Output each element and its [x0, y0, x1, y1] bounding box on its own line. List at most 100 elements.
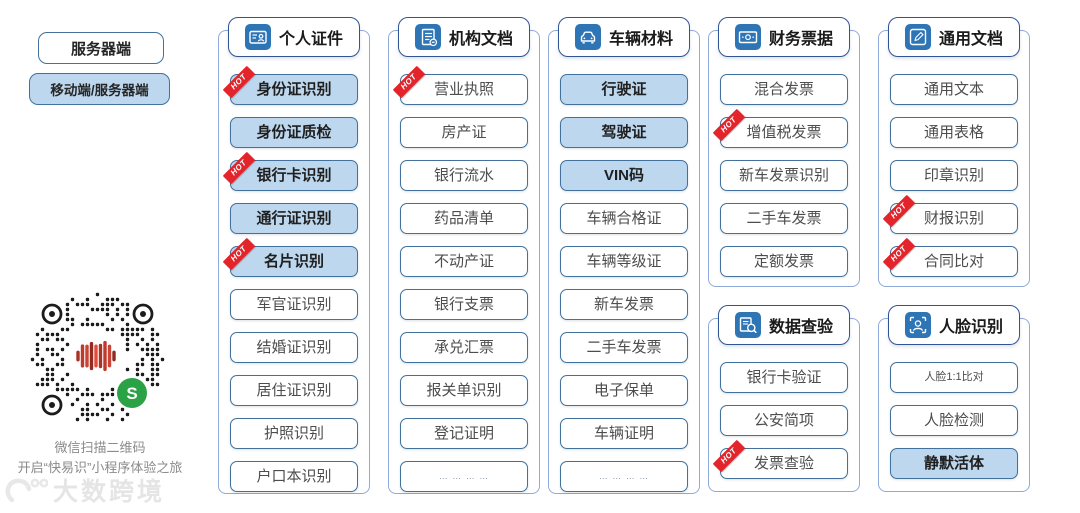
section-title: 通用文档: [938, 31, 1003, 48]
list-item[interactable]: 护照识别: [230, 418, 358, 449]
hot-badge: HOT: [882, 194, 916, 228]
list-item[interactable]: 车辆合格证: [560, 203, 688, 234]
list-item[interactable]: 银行卡验证: [720, 362, 848, 393]
list-item[interactable]: 印章识别: [890, 160, 1018, 191]
list-item[interactable]: 报关单识别: [400, 375, 528, 406]
item-label: 财报识别: [923, 210, 984, 227]
list-item[interactable]: 银行流水: [400, 160, 528, 191]
list-item[interactable]: 车辆等级证: [560, 246, 688, 277]
list-item[interactable]: 二手车发票: [720, 203, 848, 234]
list-item[interactable]: 二手车发票: [560, 332, 688, 363]
item-label: 定额发票: [753, 253, 814, 270]
item-label: 护照识别: [263, 425, 324, 442]
item-label: 银行流水: [433, 167, 494, 184]
list-item[interactable]: 静默活体: [890, 448, 1018, 479]
list-item[interactable]: 新车发票识别: [720, 160, 848, 191]
item-label: 银行卡识别: [256, 167, 332, 184]
org-document-icon: [414, 24, 441, 50]
item-label: 静默活体: [923, 455, 984, 472]
qr-caption: 微信扫描二维码 开启“快易识”小程序体验之旅: [0, 438, 200, 478]
item-label: 新车发票: [593, 296, 654, 313]
list-item[interactable]: HOT 名片识别: [222, 237, 358, 277]
item-label: 公安简项: [753, 412, 814, 429]
list-item[interactable]: 房产证: [400, 117, 528, 148]
list-item[interactable]: 户口本识别: [230, 461, 358, 492]
face-scan-icon: [904, 312, 931, 338]
list-item[interactable]: 通用文本: [890, 74, 1018, 105]
hot-badge: HOT: [222, 151, 256, 185]
item-label: 房产证: [441, 124, 487, 141]
item-label: 营业执照: [433, 81, 494, 98]
section-header-financial-invoices: 财务票据: [718, 17, 850, 57]
list-item[interactable]: 通行证识别: [230, 203, 358, 234]
item-label: 身份证识别: [256, 81, 332, 98]
list-item[interactable]: 结婚证识别: [230, 332, 358, 363]
item-label: 银行支票: [433, 296, 494, 313]
item-label: 电子保单: [593, 382, 654, 399]
list-item[interactable]: 银行支票: [400, 289, 528, 320]
list-item[interactable]: 登记证明: [400, 418, 528, 449]
list-item[interactable]: VIN码: [560, 160, 688, 191]
item-label: 混合发票: [753, 81, 814, 98]
item-label: 通用文本: [923, 81, 984, 98]
list-item[interactable]: 公安简项: [720, 405, 848, 436]
item-label: 合同比对: [923, 253, 984, 270]
section-header-face-recognition: 人脸识别: [888, 305, 1020, 345]
invoice-icon: [734, 24, 761, 50]
section-title: 数据查验: [768, 319, 833, 336]
list-item[interactable]: 承兑汇票: [400, 332, 528, 363]
item-label: 名片识别: [263, 253, 324, 270]
list-item[interactable]: 身份证质检: [230, 117, 358, 148]
item-label: 发票查验: [753, 455, 814, 472]
item-label: 登记证明: [433, 425, 494, 442]
list-item[interactable]: HOT 营业执照: [392, 65, 528, 105]
list-item[interactable]: 混合发票: [720, 74, 848, 105]
list-item[interactable]: 通用表格: [890, 117, 1018, 148]
list-item[interactable]: 定额发票: [720, 246, 848, 277]
item-label: 军官证识别: [256, 296, 332, 313]
qr-code: S: [30, 292, 165, 427]
list-item[interactable]: 不动产证: [400, 246, 528, 277]
list-item[interactable]: 车辆证明: [560, 418, 688, 449]
item-list: 人脸1:1比对人脸检测静默活体: [890, 362, 1018, 479]
section-title: 个人证件: [278, 31, 343, 48]
item-label: 二手车发票: [746, 210, 822, 227]
watermark: 大数跨境: [2, 472, 165, 508]
hot-badge: HOT: [392, 65, 426, 99]
list-item[interactable]: 驾驶证: [560, 117, 688, 148]
item-label: 不动产证: [433, 253, 494, 270]
item-label: 承兑汇票: [433, 339, 494, 356]
car-icon: [574, 24, 601, 50]
list-item[interactable]: 人脸检测: [890, 405, 1018, 436]
item-label: 居住证识别: [256, 382, 332, 399]
item-label: 二手车发票: [586, 339, 662, 356]
list-item[interactable]: 电子保单: [560, 375, 688, 406]
section-title: 财务票据: [768, 31, 833, 48]
list-item[interactable]: HOT 财报识别: [882, 194, 1018, 234]
list-item[interactable]: 药品清单: [400, 203, 528, 234]
server-side-label: 服务器端: [38, 32, 164, 64]
list-item[interactable]: … … … …: [560, 461, 688, 492]
hot-badge: HOT: [222, 65, 256, 99]
hot-badge: HOT: [222, 237, 256, 271]
list-item[interactable]: … … … …: [400, 461, 528, 492]
list-item[interactable]: 行驶证: [560, 74, 688, 105]
id-card-icon: [244, 24, 271, 50]
list-item[interactable]: 新车发票: [560, 289, 688, 320]
list-item[interactable]: 居住证识别: [230, 375, 358, 406]
item-label: 增值税发票: [746, 124, 822, 141]
qr-caption-line1: 微信扫描二维码: [54, 440, 146, 455]
document-magnifier-icon: [734, 312, 761, 338]
list-item[interactable]: 军官证识别: [230, 289, 358, 320]
list-item[interactable]: 人脸1:1比对: [890, 362, 1018, 393]
